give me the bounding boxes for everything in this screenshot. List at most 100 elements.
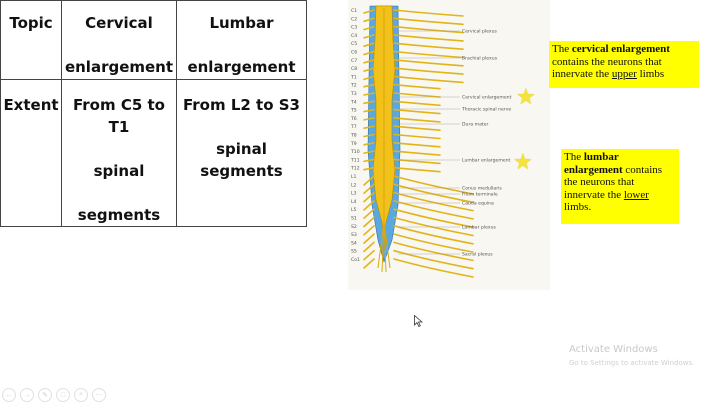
nerve-root	[393, 75, 464, 84]
nerve-root	[363, 249, 375, 261]
nerve-root	[363, 191, 375, 203]
vertebra-label: T1	[350, 74, 357, 80]
structure-label: Sacral plexus	[462, 252, 493, 258]
nerve-root	[363, 142, 375, 146]
vertebra-label: T3	[350, 91, 357, 97]
nerve-root	[363, 225, 375, 236]
cell-cervical-line3: segments	[77, 206, 161, 224]
vertebra-label: Co1	[351, 257, 360, 263]
header-lumbar: Lumbar enlargement	[176, 0, 307, 80]
cervical-callout-post: limbs	[636, 68, 665, 80]
header-cervical-line2: enlargement	[64, 58, 174, 76]
cell-cervical-line1: From C5 to T1	[73, 96, 165, 136]
nerve-root	[393, 42, 464, 50]
nerve-root	[393, 191, 474, 212]
nerve-root	[363, 258, 375, 269]
vertebra-label: T2	[350, 83, 357, 89]
mouse-cursor-icon	[414, 315, 423, 327]
nerve-root	[363, 67, 375, 72]
header-cervical-line1: Cervical	[85, 14, 153, 32]
cell-lumbar-line1: From L2 to S3	[183, 96, 300, 114]
lumbar-callout-bold: lumbar enlargement	[564, 151, 623, 176]
nerve-root	[363, 25, 375, 31]
vertebra-label: T6	[350, 116, 357, 122]
next-slide-button[interactable]: →	[20, 388, 34, 402]
nerve-root	[393, 117, 441, 123]
nerve-root	[393, 50, 464, 59]
vertebra-label: C6	[351, 50, 357, 56]
pen-icon: ✎	[42, 392, 48, 399]
nerve-root	[393, 133, 441, 140]
lumbar-callout-pre: The	[564, 151, 584, 163]
zoom-button[interactable]: ⌕	[74, 388, 88, 402]
spinal-cord-illustration: C1C2C3C4C5C6C7C8T1T2T3T4T5T6T7T8T9T10T11…	[350, 5, 512, 278]
nerve-root	[393, 92, 441, 98]
cervical-callout-mid: contains the neurons that innervate the	[552, 55, 662, 81]
lumbar-callout: The lumbar enlargement contains the neur…	[561, 149, 679, 224]
nerve-root	[363, 208, 375, 219]
vertebra-label: L4	[351, 199, 357, 205]
vertebra-label: C7	[351, 58, 357, 64]
structure-label: Lumbar enlargement	[462, 158, 511, 164]
nerve-root	[363, 125, 375, 129]
more-options-button[interactable]: ⋯	[92, 388, 106, 402]
vertebra-label: T8	[350, 133, 357, 139]
nerve-root	[393, 25, 464, 34]
header-cervical: Cervical enlargement	[61, 0, 177, 80]
vertebra-label: T10	[350, 149, 360, 155]
row-label-extent: Extent	[0, 79, 62, 227]
nerve-root	[363, 133, 375, 138]
nerve-root	[393, 83, 441, 90]
nerve-root	[363, 117, 375, 121]
cell-cervical-extent: From C5 to T1 spinal segments	[61, 79, 177, 227]
row-label-text: Extent	[3, 96, 59, 114]
nerve-root	[363, 75, 375, 81]
cell-lumbar-line2: spinal segments	[200, 140, 283, 180]
previous-slide-button[interactable]: ←	[2, 388, 16, 402]
vertebra-label: T5	[350, 108, 357, 114]
slideshow-toolbar: ← → ✎ □ ⌕ ⋯	[2, 388, 106, 402]
vertebra-label: C1	[351, 8, 357, 14]
cervical-callout-bold: cervical enlargement	[571, 43, 670, 55]
lumbar-callout-mid: contains the neurons that innervate the	[564, 163, 663, 201]
nerve-root	[363, 150, 375, 154]
pen-tool-button[interactable]: ✎	[38, 388, 52, 402]
nerve-root	[363, 34, 375, 39]
activate-windows-title: Activate Windows	[569, 344, 658, 355]
nerve-root	[393, 200, 474, 220]
zoom-icon: ⌕	[79, 391, 83, 398]
vertebra-label: C3	[351, 25, 357, 31]
nerve-root	[363, 175, 375, 186]
nerve-root	[363, 108, 375, 113]
vertebra-label: L1	[351, 174, 357, 180]
header-topic-text: Topic	[9, 14, 53, 32]
nerve-root	[363, 59, 375, 64]
nerve-root	[363, 9, 375, 14]
nerve-root	[363, 50, 375, 56]
nerve-root	[363, 17, 375, 23]
vertebra-label: C5	[351, 41, 357, 47]
nerve-root	[393, 233, 474, 253]
nerve-root	[363, 166, 375, 171]
slides-icon: □	[60, 391, 66, 399]
lumbar-callout-post: limbs.	[564, 201, 592, 213]
cervical-callout: The cervical enlargement contains the ne…	[549, 41, 699, 88]
vertebra-label: L3	[351, 191, 357, 197]
nerve-root	[393, 59, 464, 67]
nerve-root	[363, 42, 375, 47]
nerve-root	[393, 158, 441, 165]
slides-view-button[interactable]: □	[56, 388, 70, 402]
vertebra-label: S4	[351, 240, 357, 246]
activate-windows-subtitle: Go to Settings to activate Windows.	[569, 359, 695, 367]
vertebra-label: T12	[350, 166, 360, 172]
nerve-root	[363, 92, 375, 96]
lumbar-callout-underline: lower	[623, 188, 649, 201]
vertebra-label: S1	[351, 216, 357, 222]
nerve-root	[363, 100, 375, 105]
vertebra-label: C2	[351, 16, 357, 22]
nerve-root	[393, 249, 474, 270]
structure-label: Brachial plexus	[462, 56, 498, 62]
vertebra-label: S5	[351, 249, 357, 255]
vertebra-label: C8	[351, 66, 357, 72]
nerve-root	[393, 108, 441, 115]
